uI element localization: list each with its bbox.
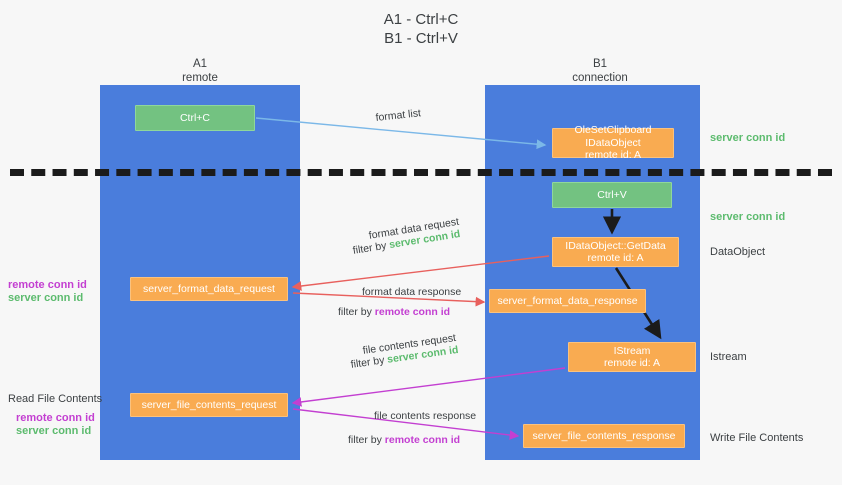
- box-getdata-line1: IDataObject::GetData: [565, 239, 666, 252]
- box-idataobject-line2: remote id: A: [584, 149, 642, 162]
- filter-prefix: filter by: [338, 306, 375, 318]
- note-server-conn-id-top: server conn id: [710, 132, 786, 144]
- arrow-file-contents-request: [291, 367, 566, 407]
- column-header-a1: A1 remote: [140, 57, 260, 85]
- filter-value-remote-conn-id: remote conn id: [384, 434, 461, 446]
- note-read-file-contents: Read File Contents: [8, 393, 103, 405]
- edge-label-format-data-response: format data response: [362, 286, 462, 298]
- edge-label-file-contents-response: file contents response: [374, 410, 477, 422]
- box-ctrl-c-label: Ctrl+C: [179, 111, 211, 124]
- title-line-1: A1 - Ctrl+C: [383, 11, 459, 28]
- box-server-file-contents-response-label: server_file_contents_response: [532, 429, 676, 442]
- box-idataobject[interactable]: OleSetClipboard IDataObject remote id: A: [552, 124, 674, 161]
- box-server-format-data-response[interactable]: server_format_data_response: [489, 289, 646, 313]
- box-istream[interactable]: IStream remote id: A: [568, 342, 696, 372]
- box-server-format-data-request-label: server_format_data_request: [143, 282, 275, 295]
- box-server-format-data-response-label: server_format_data_response: [497, 294, 638, 307]
- box-server-file-contents-request-label: server_file_contents_request: [141, 398, 277, 411]
- note-server-conn-id-2: server conn id: [16, 425, 92, 437]
- box-server-format-data-request[interactable]: server_format_data_request: [130, 277, 288, 301]
- dashed-divider: [10, 169, 832, 176]
- column-a1-role: remote: [182, 72, 218, 84]
- box-server-file-contents-request[interactable]: server_file_contents_request: [130, 393, 288, 417]
- note-remote-conn-id-1: remote conn id: [8, 279, 87, 291]
- note-write-file-contents: Write File Contents: [710, 432, 804, 444]
- box-getdata-line2: remote id: A: [587, 252, 644, 264]
- box-istream-line1: IStream: [613, 344, 651, 357]
- edge-label-format-data-response-filter: filter by remote conn id: [338, 306, 450, 318]
- title-line-2: B1 - Ctrl+V: [384, 30, 458, 47]
- edge-label-file-contents-response-filter: filter by remote conn id: [348, 434, 460, 446]
- box-idataobject-getdata[interactable]: IDataObject::GetData remote id: A: [552, 237, 679, 267]
- column-b1-role: connection: [572, 72, 628, 84]
- arrow-format-data-response: [292, 292, 486, 307]
- filter-prefix: filter by: [348, 434, 385, 446]
- box-ctrl-v[interactable]: Ctrl+V: [552, 182, 672, 208]
- diagram-title: A1 - Ctrl+C B1 - Ctrl+V: [0, 10, 842, 48]
- box-server-file-contents-response[interactable]: server_file_contents_response: [523, 424, 685, 448]
- box-ctrl-c[interactable]: Ctrl+C: [135, 105, 255, 131]
- filter-value-remote-conn-id: remote conn id: [374, 306, 451, 318]
- column-header-b1: B1 connection: [540, 57, 660, 85]
- arrow-format-list: [255, 117, 547, 150]
- box-idataobject-line1: OleSetClipboard IDataObject: [574, 124, 652, 149]
- box-istream-line2: remote id: A: [603, 357, 661, 369]
- note-remote-conn-id-2: remote conn id: [16, 412, 95, 424]
- column-a1-name: A1: [192, 58, 208, 70]
- arrow-format-data-request: [291, 255, 550, 291]
- note-server-conn-id-mid: server conn id: [710, 211, 786, 223]
- note-server-conn-id-1: server conn id: [8, 292, 84, 304]
- column-b1-name: B1: [592, 58, 608, 70]
- arrow-file-contents-response: [292, 408, 520, 440]
- note-istream: Istream: [710, 351, 747, 363]
- box-ctrl-v-label: Ctrl+V: [597, 188, 627, 201]
- note-dataobject: DataObject: [710, 246, 766, 258]
